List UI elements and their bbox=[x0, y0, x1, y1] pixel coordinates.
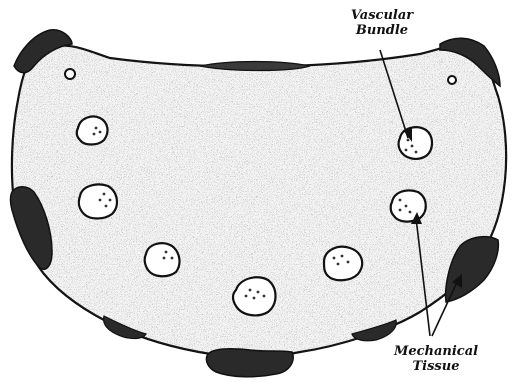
vascular-bundle-label-line2: Bundle bbox=[336, 23, 428, 38]
vascular-bundle bbox=[399, 127, 433, 159]
mechanical-tissue-label: Mechanical Tissue bbox=[380, 344, 492, 374]
vascular-bundle-label: Vascular Bundle bbox=[336, 8, 428, 38]
vascular-bundle bbox=[145, 243, 180, 276]
vascular-bundle bbox=[77, 116, 108, 144]
small-canal-left bbox=[65, 69, 75, 79]
vascular-bundle bbox=[324, 247, 362, 281]
mechanical-tissue-label-line1: Mechanical bbox=[380, 344, 492, 359]
vascular-bundle bbox=[79, 184, 117, 218]
mechanical-tissue-label-line2: Tissue bbox=[380, 359, 492, 374]
small-canal-right bbox=[448, 76, 456, 84]
vascular-bundle bbox=[233, 277, 276, 315]
vascular-bundle bbox=[391, 190, 426, 221]
vascular-bundle-label-line1: Vascular bbox=[336, 8, 428, 23]
